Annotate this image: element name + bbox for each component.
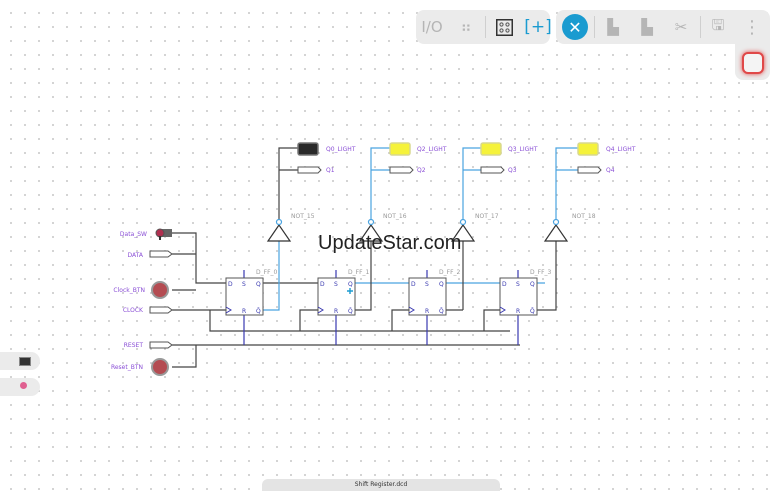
ff-pin-label: R bbox=[334, 308, 338, 315]
ff-pin-label: S bbox=[334, 281, 338, 288]
watermark: UpdateStar.com bbox=[318, 232, 462, 254]
input-pin-data[interactable] bbox=[149, 250, 173, 258]
add-icon bbox=[347, 288, 353, 294]
input-label: DATA bbox=[128, 252, 144, 259]
output-pin-q2 bbox=[389, 166, 414, 174]
ff-pin-label: S bbox=[516, 281, 520, 288]
fit-view-icon: [+] bbox=[524, 17, 552, 37]
more-vert-icon: ⋮ bbox=[743, 16, 761, 38]
sidebar-lights-tab[interactable] bbox=[0, 378, 40, 396]
ff-pin-label: Q bbox=[530, 281, 535, 288]
more-button[interactable]: ⋮ bbox=[737, 10, 767, 44]
ff-pin-label: S bbox=[425, 281, 429, 288]
d-flip-flop[interactable] bbox=[499, 277, 538, 316]
toolbar-edit-group bbox=[556, 10, 770, 44]
not-label: NOT_16 bbox=[383, 213, 407, 220]
divider bbox=[700, 16, 701, 38]
d-flip-flop[interactable] bbox=[317, 277, 356, 316]
fit-view-button[interactable]: [+] bbox=[523, 10, 553, 44]
io-button[interactable]: I/O bbox=[421, 18, 443, 36]
display-icon bbox=[19, 357, 31, 366]
paste-icon: ▙ bbox=[641, 18, 653, 36]
sidebar-outputs-tab[interactable] bbox=[0, 352, 40, 370]
divider bbox=[485, 16, 486, 38]
input-label: Data_SW bbox=[120, 231, 147, 238]
clock-pin bbox=[317, 306, 324, 314]
copy-button[interactable]: ▙ bbox=[598, 10, 628, 44]
output-pin-q4 bbox=[577, 166, 602, 174]
ff-pin-label: Q bbox=[348, 281, 353, 288]
components-button[interactable]: ⠶ bbox=[451, 10, 481, 44]
data-switch[interactable] bbox=[155, 228, 172, 240]
q3-light bbox=[480, 142, 502, 156]
ff-pin-label: D bbox=[320, 281, 325, 288]
ff-pin-label: D bbox=[502, 281, 507, 288]
q0-light bbox=[297, 142, 319, 156]
not-label: NOT_17 bbox=[475, 213, 499, 220]
ff-pin-label: D bbox=[228, 281, 233, 288]
copy-icon: ▙ bbox=[607, 18, 619, 36]
ff-pin-label: R bbox=[516, 308, 520, 315]
ff-pin-label: Q̄ bbox=[439, 308, 444, 315]
tools-button[interactable]: ✕ bbox=[560, 10, 590, 44]
toolbar-view-group bbox=[416, 10, 550, 44]
grid-icon bbox=[495, 18, 513, 36]
d-flip-flop[interactable] bbox=[225, 277, 264, 316]
input-pin-clock[interactable] bbox=[149, 306, 173, 314]
light-label: Q3_LIGHT bbox=[508, 146, 538, 153]
light-label: Q4_LIGHT bbox=[606, 146, 636, 153]
d-flip-flop[interactable] bbox=[408, 277, 447, 316]
clock-button[interactable] bbox=[151, 281, 169, 299]
ff-pin-label: S bbox=[242, 281, 246, 288]
light-label: Q2_LIGHT bbox=[417, 146, 447, 153]
save-button[interactable]: 🖫 bbox=[703, 10, 733, 44]
clock-pin bbox=[499, 306, 506, 314]
clock-pin bbox=[225, 306, 232, 314]
output-label: Q2 bbox=[417, 167, 426, 174]
input-label: RESET bbox=[124, 342, 144, 349]
input-label: Clock_BTN bbox=[113, 287, 145, 294]
reset-button[interactable] bbox=[151, 358, 169, 376]
ff-label: D_FF_0 bbox=[256, 269, 278, 276]
output-label: Q3 bbox=[508, 167, 517, 174]
ff-pin-label: Q̄ bbox=[348, 308, 353, 315]
ff-pin-label: R bbox=[425, 308, 429, 315]
ff-pin-label: Q̄ bbox=[530, 308, 535, 315]
ff-pin-label: D bbox=[411, 281, 416, 288]
ff-pin-label: Q bbox=[439, 281, 444, 288]
paste-button[interactable]: ▙ bbox=[632, 10, 662, 44]
output-pin-q1 bbox=[297, 166, 322, 174]
light-label: Q0_LIGHT bbox=[326, 146, 356, 153]
output-label: Q1 bbox=[326, 167, 335, 174]
input-label: CLOCK bbox=[123, 307, 144, 314]
grid-view-button[interactable] bbox=[489, 10, 519, 44]
ff-label: D_FF_2 bbox=[439, 269, 461, 276]
save-icon: 🖫 bbox=[711, 15, 725, 34]
wrench-icon: ✕ bbox=[562, 14, 588, 40]
input-pin-reset[interactable] bbox=[149, 341, 173, 349]
ff-pin-label: Q bbox=[256, 281, 261, 288]
ff-pin-label: R bbox=[242, 308, 246, 315]
q4-light bbox=[577, 142, 599, 156]
stop-button[interactable] bbox=[742, 52, 764, 74]
ff-pin-label: Q̄ bbox=[256, 308, 261, 315]
output-pin-q3 bbox=[480, 166, 505, 174]
q2-light bbox=[389, 142, 411, 156]
not-gates bbox=[266, 218, 569, 242]
cut-button[interactable]: ✂ bbox=[666, 10, 696, 44]
clock-pin bbox=[408, 306, 415, 314]
ff-label: D_FF_1 bbox=[348, 269, 370, 276]
file-tab[interactable]: Shift Register.dcd bbox=[262, 479, 500, 491]
scissors-icon: ✂ bbox=[674, 18, 688, 36]
components-icon: ⠶ bbox=[460, 18, 472, 36]
not-label: NOT_18 bbox=[572, 213, 596, 220]
not-label: NOT_15 bbox=[291, 213, 315, 220]
divider bbox=[594, 16, 595, 38]
bulb-icon bbox=[20, 382, 27, 389]
input-label: Reset_BTN bbox=[111, 364, 143, 371]
ff-label: D_FF_3 bbox=[530, 269, 552, 276]
output-label: Q4 bbox=[606, 167, 615, 174]
